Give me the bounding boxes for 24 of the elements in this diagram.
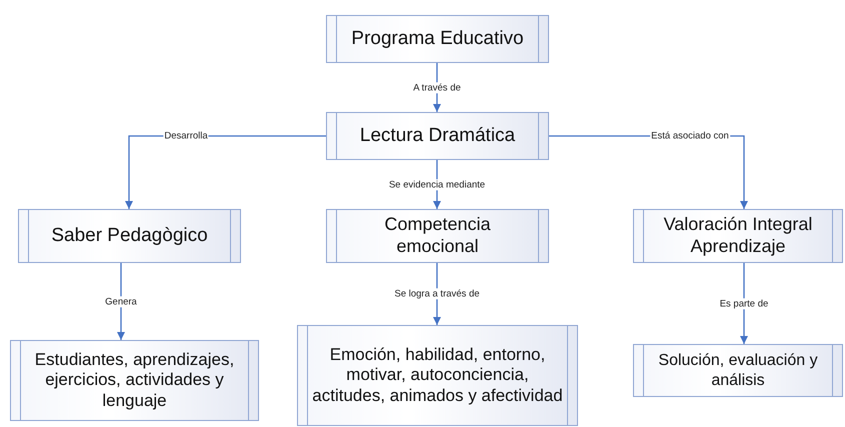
edge-label: A través de: [412, 82, 462, 94]
process-box: [10, 340, 259, 421]
box-label: Estudiantes, aprendizajes, ejercicios, actividades y lenguaje: [34, 350, 236, 412]
process-box: [633, 209, 843, 263]
box-label: Emoción, habilidad, entorno, motivar, autoconciencia, actitudes, animados y afectividad: [312, 344, 563, 406]
edge-label: Se evidencia mediante: [388, 178, 486, 190]
edge-label: Se logra a través de: [393, 288, 481, 300]
arrow: [740, 263, 748, 344]
process-box: [326, 209, 549, 263]
process-box: [633, 344, 843, 397]
process-box: [297, 325, 578, 426]
box-label: Competencia emocional: [383, 214, 492, 258]
box-label: Solución, evaluación y análisis: [657, 351, 819, 390]
box-label: Saber Pedagògico: [51, 224, 208, 248]
process-box: [326, 112, 549, 160]
process-box: [18, 209, 241, 263]
edge-label: Desarrolla: [163, 130, 209, 142]
process-box: [326, 15, 549, 63]
box-label: Lectura Dramática: [360, 124, 516, 148]
edge-label: Genera: [104, 296, 138, 308]
edge-label: Está asociado con: [650, 130, 730, 142]
edge-label: Es parte de: [718, 298, 770, 310]
box-label: Programa Educativo: [351, 28, 524, 50]
box-label: Valoración Integral Aprendizaje: [662, 214, 814, 258]
